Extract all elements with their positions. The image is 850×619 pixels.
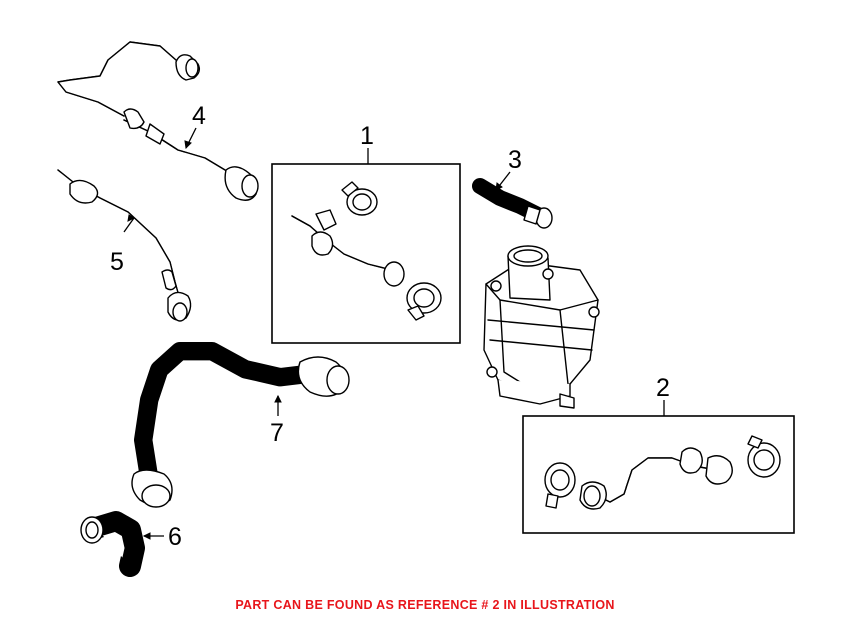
arrowhead-4 (184, 140, 192, 150)
part-7-hose[interactable] (131, 342, 350, 508)
group-box-1 (271, 163, 461, 344)
group-box-2 (522, 415, 795, 534)
reference-note: PART CAN BE FOUND AS REFERENCE # 2 IN IL… (235, 598, 615, 612)
part-5-pipe[interactable] (57, 169, 192, 322)
callout-7[interactable]: 7 (270, 419, 284, 447)
arrowhead-6 (142, 532, 151, 540)
part-4-pipe-assembly[interactable] (57, 41, 259, 201)
expansion-tank[interactable] (483, 245, 600, 409)
arrowhead-5 (127, 214, 136, 222)
part-2-hose-kit[interactable] (544, 435, 781, 510)
callout-2[interactable]: 2 (656, 374, 670, 402)
callout-3[interactable]: 3 (508, 146, 522, 174)
callout-5[interactable]: 5 (110, 248, 124, 276)
leader-5 (123, 217, 135, 233)
part-3-hose[interactable] (472, 178, 553, 229)
part-1-hose-kit[interactable] (291, 181, 442, 321)
arrowhead-3 (495, 182, 503, 191)
callout-4[interactable]: 4 (192, 102, 206, 130)
arrowhead-7 (274, 394, 282, 403)
callout-6[interactable]: 6 (168, 523, 182, 551)
part-6-hose[interactable] (80, 511, 145, 577)
callout-1[interactable]: 1 (360, 122, 374, 150)
